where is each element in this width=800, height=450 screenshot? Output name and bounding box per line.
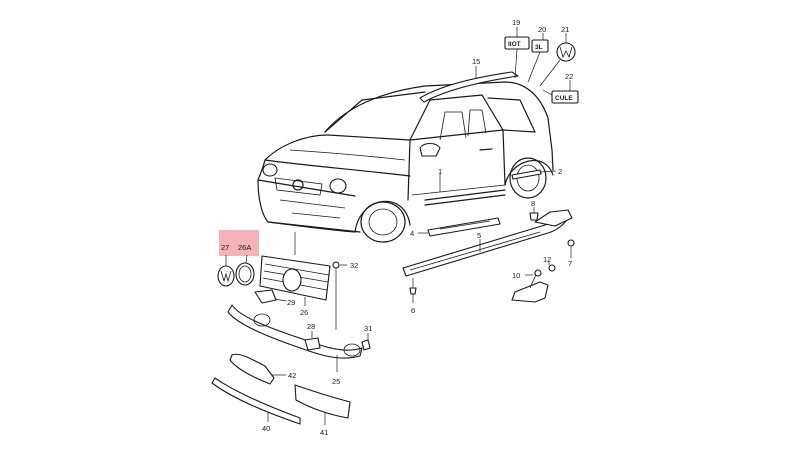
bumper-trim-25 <box>227 304 363 372</box>
callout-28: 28 <box>307 322 315 331</box>
ring-26a <box>235 254 255 286</box>
badge-20-text: 3L <box>535 44 543 51</box>
callout-8: 8 <box>531 199 535 208</box>
badge-21-vw-emblem <box>539 33 576 87</box>
callout-25: 25 <box>332 377 340 386</box>
car-body-outline <box>257 81 554 243</box>
side-strip-4 <box>418 217 501 237</box>
callout-15: 15 <box>472 57 480 66</box>
grille-26 <box>259 232 331 306</box>
callout-26a: 26A <box>238 243 251 252</box>
badge-19: IIOT <box>504 27 530 79</box>
callout-1: 1 <box>438 167 442 176</box>
callout-29: 29 <box>287 298 295 307</box>
callout-22: 22 <box>565 72 573 81</box>
callout-5: 5 <box>477 231 481 240</box>
callout-20: 20 <box>538 25 546 34</box>
clip-6 <box>409 278 417 303</box>
clip-28 <box>304 331 321 351</box>
rear-sill-end <box>534 209 573 227</box>
lower-trim-42 <box>229 353 286 385</box>
callout-4: 4 <box>410 229 414 238</box>
callout-42: 42 <box>288 371 296 380</box>
callout-21: 21 <box>561 25 569 34</box>
callout-27: 27 <box>221 243 229 252</box>
clip-31 <box>361 333 371 351</box>
badge-22: CULE <box>542 80 579 104</box>
lower-trim-41 <box>294 384 351 425</box>
side-molding-2 <box>511 169 557 180</box>
callout-10: 10 <box>512 271 520 280</box>
callout-6: 6 <box>411 306 415 315</box>
lower-strip-40 <box>211 377 301 425</box>
callout-41: 41 <box>320 428 328 437</box>
callout-2: 2 <box>558 167 562 176</box>
callout-26: 26 <box>300 308 308 317</box>
highlight-box-26a <box>236 230 259 256</box>
callout-40: 40 <box>262 424 270 433</box>
highlight-box-27 <box>219 230 236 256</box>
bracket-10 <box>511 269 549 303</box>
callout-19: 19 <box>512 18 520 27</box>
screw-7 <box>567 239 575 258</box>
callout-31: 31 <box>364 324 372 333</box>
badge-20: 3L <box>527 33 549 83</box>
emblem-27 <box>217 255 235 287</box>
bracket-29 <box>254 289 287 304</box>
badge-22-text: CULE <box>555 95 573 102</box>
callout-7: 7 <box>568 259 572 268</box>
callout-12: 12 <box>543 255 551 264</box>
roof-rail <box>419 66 519 103</box>
callout-32: 32 <box>350 261 358 270</box>
clip-8 <box>529 207 539 221</box>
screw-32 <box>332 261 347 330</box>
screw-12 <box>548 262 556 272</box>
badge-19-text: IIOT <box>508 41 521 48</box>
